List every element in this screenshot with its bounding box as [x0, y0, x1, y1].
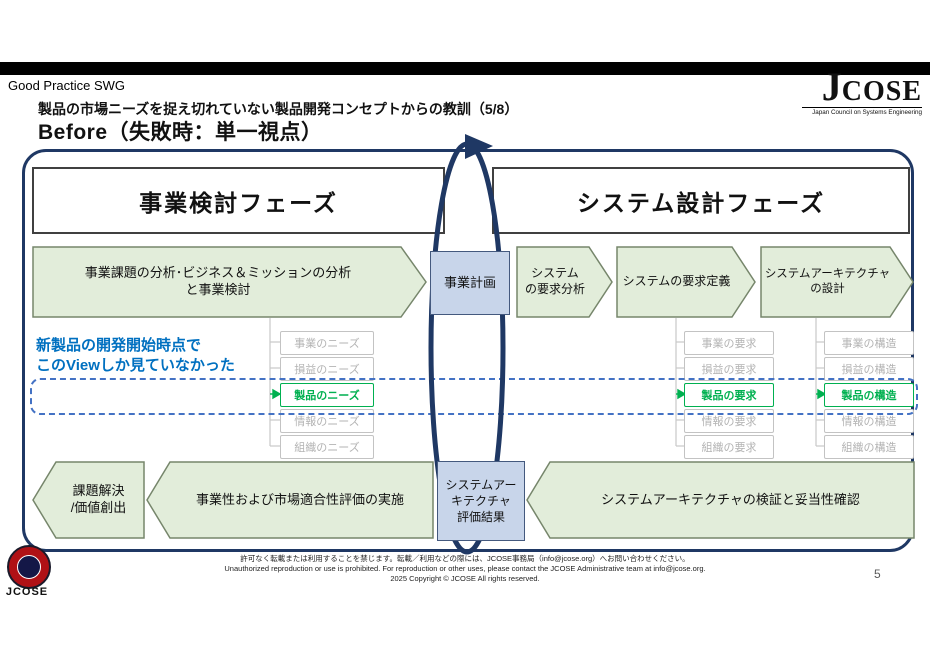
feasibility-evaluation-arrow: 事業性および市場適合性評価の実施 [146, 461, 434, 539]
jcose-logo-rest: COSE [841, 76, 922, 107]
footer-notice-jp: 許可なく転載または利用することを禁じます。転載／利用などの際には、JCOSE事務… [240, 554, 690, 563]
system-requirements-definition-arrow: システムの要求定義 [616, 246, 757, 318]
structure-box-organization: 組織の構造 [824, 435, 914, 459]
annotation-text: 新製品の開発開始時点で このViewしか見ていなかった [36, 336, 235, 376]
arrow-left-shape [32, 461, 145, 539]
footer-copyright: 2025 Copyright © JCOSE All rights reserv… [390, 574, 540, 583]
page-number: 5 [874, 567, 881, 581]
system-architecture-design-arrow: システムアーキテクチャ の設計 [760, 246, 915, 318]
single-view-highlight [30, 378, 918, 415]
arrow-right-shape [32, 246, 427, 318]
jcose-emblem-core [17, 555, 41, 579]
architecture-verification-label: システムアーキテクチャの検証と妥当性確認 [601, 491, 860, 507]
product-requirement-box: 製品の要求 [684, 383, 774, 407]
arrow-right-shape [760, 246, 914, 318]
problem-solving-arrow: 課題解決 /価値創出 [32, 461, 145, 539]
emblem-label: JCOSE [5, 586, 49, 598]
slide-title: 製品の市場ニーズを捉え切れていない製品開発コンセプトからの教訓（5/8） [38, 101, 519, 117]
jcose-logo-initial: J [821, 64, 842, 109]
arrow-left-shape [526, 461, 915, 539]
problem-solving-label: 課題解決 /価値創出 [70, 483, 127, 515]
business-analysis-label: 事業課題の分析･ビジネス＆ミッションの分析 と事業検討 [84, 265, 352, 297]
requirement-box-profit: 損益の要求 [684, 357, 774, 381]
jcose-emblem-logo [7, 545, 51, 589]
arrow-right-shape [516, 246, 613, 318]
structure-box-business: 事業の構造 [824, 331, 914, 355]
architecture-verification-arrow: システムアーキテクチャの検証と妥当性確認 [526, 461, 915, 539]
business-plan-box: 事業計画 [430, 251, 510, 315]
product-structure-box: 製品の構造 [824, 383, 914, 407]
footer-notice-en: Unauthorized reproduction or use is proh… [224, 564, 706, 573]
annotation-line-2: このViewしか見ていなかった [36, 357, 235, 374]
jcose-logo-subtext: Japan Council on Systems Engineering [812, 109, 922, 116]
requirement-box-business: 事業の要求 [684, 331, 774, 355]
footer-notice: 許可なく転載または利用することを禁じます。転載／利用などの際には、JCOSE事務… [0, 554, 930, 584]
system-architecture-design-label: システムアーキテクチャ の設計 [764, 268, 891, 295]
business-analysis-arrow: 事業課題の分析･ビジネス＆ミッションの分析 と事業検討 [32, 246, 428, 318]
requirement-box-organization: 組織の要求 [684, 435, 774, 459]
feasibility-evaluation-label: 事業性および市場適合性評価の実施 [195, 491, 404, 507]
annotation-line-1: 新製品の開発開始時点で [36, 337, 202, 354]
system-requirements-analysis-label: システム の要求分析 [524, 266, 585, 296]
top-black-bar [0, 62, 930, 75]
needs-box-organization: 組織のニーズ [280, 435, 374, 459]
system-requirements-analysis-arrow: システム の要求分析 [516, 246, 614, 318]
slide-subtitle: Before（失敗時：単一視点） [38, 121, 323, 144]
structure-box-profit: 損益の構造 [824, 357, 914, 381]
phase-header-system-design: システム設計フェーズ [492, 167, 910, 234]
architecture-evaluation-result-box: システムアー キテクチャ 評価結果 [437, 461, 525, 541]
needs-box-business: 事業のニーズ [280, 331, 374, 355]
arrow-left-shape [146, 461, 434, 539]
phase-header-business: 事業検討フェーズ [32, 167, 445, 234]
system-requirements-definition-label: システムの要求定義 [622, 274, 731, 289]
swg-label: Good Practice SWG [8, 78, 126, 93]
needs-box-profit: 損益のニーズ [280, 357, 374, 381]
arrow-right-shape [616, 246, 756, 318]
